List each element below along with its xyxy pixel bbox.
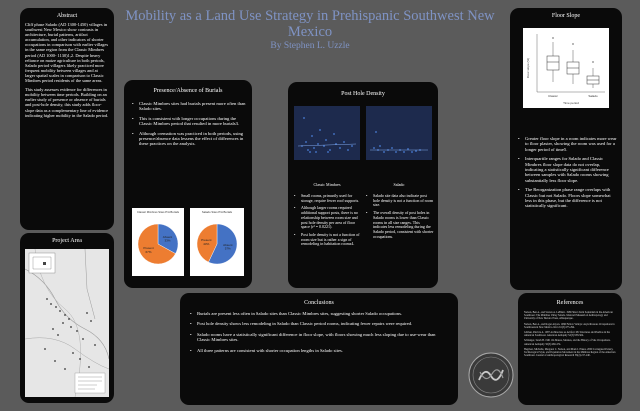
post-hole-right-bullet-2: The overall density of post holes in Sal… [366,210,434,239]
reference-4: Schlanger, Sarah H. 1991 On Manos, Metat… [524,339,611,346]
floor-slope-bullet-2: Interquartile ranges for Salado and Clas… [518,156,617,183]
sri-logo [468,352,514,398]
burials-panel: Presence/Absence of Burials Classic Mimb… [124,80,252,288]
pie1-slice-present [137,223,176,265]
conclusions-bullet-4: All three patterns are consistent with s… [190,348,448,354]
pie1-slice-absent [157,223,179,254]
post-hole-left-bullets: Small rooms, primarily used for storage,… [288,193,364,250]
floor-slope-boxplot: Floor slope (%) Classic Salado Time peri… [523,28,609,108]
references-title: References [556,300,584,306]
burials-bullet-2: This is consistent with longer occupatio… [132,116,246,127]
floor-slope-cat-salado: Salado [588,94,598,98]
post-hole-scatter-classic [294,106,360,160]
burials-bullet-3: Although cremation was practiced in both… [132,131,246,147]
burials-pie-chart-1: Classic Mimbres Sites P/A Burials Absent… [132,208,184,276]
pie2-label-present: Present [201,238,212,242]
conclusions-title: Conclusions [304,300,334,306]
floor-slope-cat-classic: Classic [548,94,558,98]
poster-title: Mobility as a Land Use Strategy in Prehi… [125,8,495,40]
reference-1: Nelson, Ben A., and Steven A. LeBlanc. 1… [524,311,613,321]
conclusions-bullet-1: Burials are present less often in Salado… [190,311,448,317]
post-hole-caption-salado: Salado [393,182,405,187]
burials-bullets: Classic Mimbres sites had burials presen… [124,101,252,147]
abstract-title: Abstract [56,13,78,19]
pie2-label-absent: Absent [223,243,233,247]
project-area-map [25,249,109,397]
post-hole-right-bullet-1: Salado site data also indicate post hole… [366,193,434,208]
pie1-value-absent: 33% [164,239,170,243]
post-hole-caption-classic: Classic Mimbres [313,182,341,187]
references-list: Nelson, Ben A., and Steven A. LeBlanc. 1… [518,311,622,357]
pie2-slice-present [196,223,218,263]
pie1-label-absent: Absent [163,235,173,239]
pie1-label-present: Present [143,246,154,250]
abstract-paragraph-2: This study assesses evidence for differe… [25,87,109,118]
post-hole-panel: Post Hole Density Classic Mimbres Salado… [288,82,438,288]
post-hole-scatter-salado [366,106,432,160]
post-hole-left-bullet-3: Post hole density is not a function of r… [294,232,362,247]
floor-slope-xlabel: Time period [563,101,579,105]
abstract-paragraph-1: Cliff phase Salado (AD 1300-1450) villag… [25,22,109,84]
poster-author: By Stephen L. Uzzle [270,41,350,51]
burials-bullet-1: Classic Mimbres sites had burials presen… [132,101,246,112]
floor-slope-bullet-1: Greater floor slope in a room indicates … [518,136,617,152]
pie2-value-present: 43% [203,242,209,246]
conclusions-panel: Conclusions Burials are present less oft… [180,293,458,405]
floor-slope-panel: Floor Slope Floor slope (%) Classic Sala… [510,8,622,290]
pie2-slice-absent [208,223,238,265]
conclusions-bullets: Burials are present less often in Salado… [180,311,458,353]
post-hole-title: Post Hole Density [341,91,385,97]
pie1-title: Classic Mimbres Sites P/A Burials [137,210,179,214]
reference-5: Hegmon, Michelle, Margaret C. Nelson, an… [524,347,616,358]
post-hole-left-bullet-2: Although larger rooms required additiona… [294,206,362,230]
reference-2: Nelson, Ben A., and Roger Anyon. 1996 Fa… [524,322,615,329]
reference-3: Gilman, Patricia A. 1987 Architecture as… [524,331,610,338]
burials-title: Presence/Absence of Burials [153,88,223,94]
project-area-panel: Project Area [20,233,114,403]
post-hole-right-bullets: Salado site data also indicate post hole… [364,193,438,242]
floor-slope-bullets: Greater floor slope in a room indicates … [510,136,622,213]
floor-slope-ylabel: Floor slope (%) [526,58,530,78]
pie2-value-absent: 57% [225,247,231,251]
pie2-title: Salado Sites P/A Burials [201,210,233,214]
conclusions-bullet-3: Salado rooms have a statistically signif… [190,332,448,343]
pie1-value-present: 67% [146,250,152,254]
project-area-title: Project Area [52,238,82,244]
references-panel: References Nelson, Ben A., and Steven A.… [518,293,622,405]
floor-slope-title: Floor Slope [551,13,581,19]
abstract-panel: Abstract Cliff phase Salado (AD 1300-145… [20,8,114,230]
floor-slope-bullet-3: The Reorganization phase range overlaps … [518,187,617,209]
post-hole-left-bullet-1: Small rooms, primarily used for storage,… [294,193,362,203]
conclusions-bullet-2: Post hole density shows less remodeling … [190,321,448,327]
